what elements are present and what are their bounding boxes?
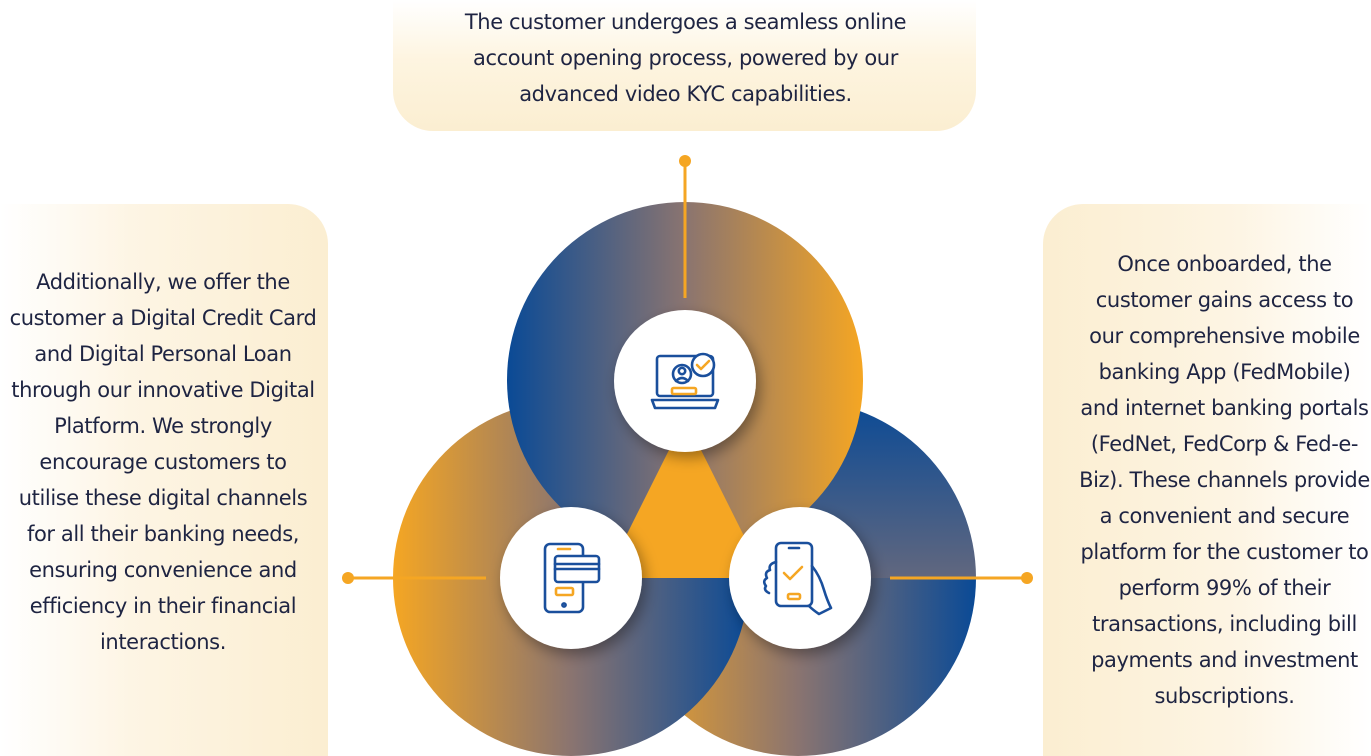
right-card-text: Once onboarded, the customer gains acces…: [1079, 252, 1370, 708]
laptop-video-kyc-icon: [650, 352, 720, 410]
top-connector: [679, 155, 691, 298]
node-right: [729, 507, 871, 649]
left-connector: [342, 572, 486, 584]
right-card: [1043, 204, 1371, 756]
center-triangle: [605, 418, 765, 578]
left-card: [0, 204, 328, 756]
left-card-text: Additionally, we offer the customer a Di…: [9, 270, 317, 654]
node-top: [614, 310, 756, 452]
right-connector: [890, 572, 1033, 584]
top-card: [393, 0, 976, 131]
mobile-credit-card-icon: [543, 542, 601, 614]
node-left: [500, 507, 642, 649]
hand-phone-check-icon: [762, 541, 833, 616]
top-card-text: The customer undergoes a seamless online…: [464, 10, 907, 106]
